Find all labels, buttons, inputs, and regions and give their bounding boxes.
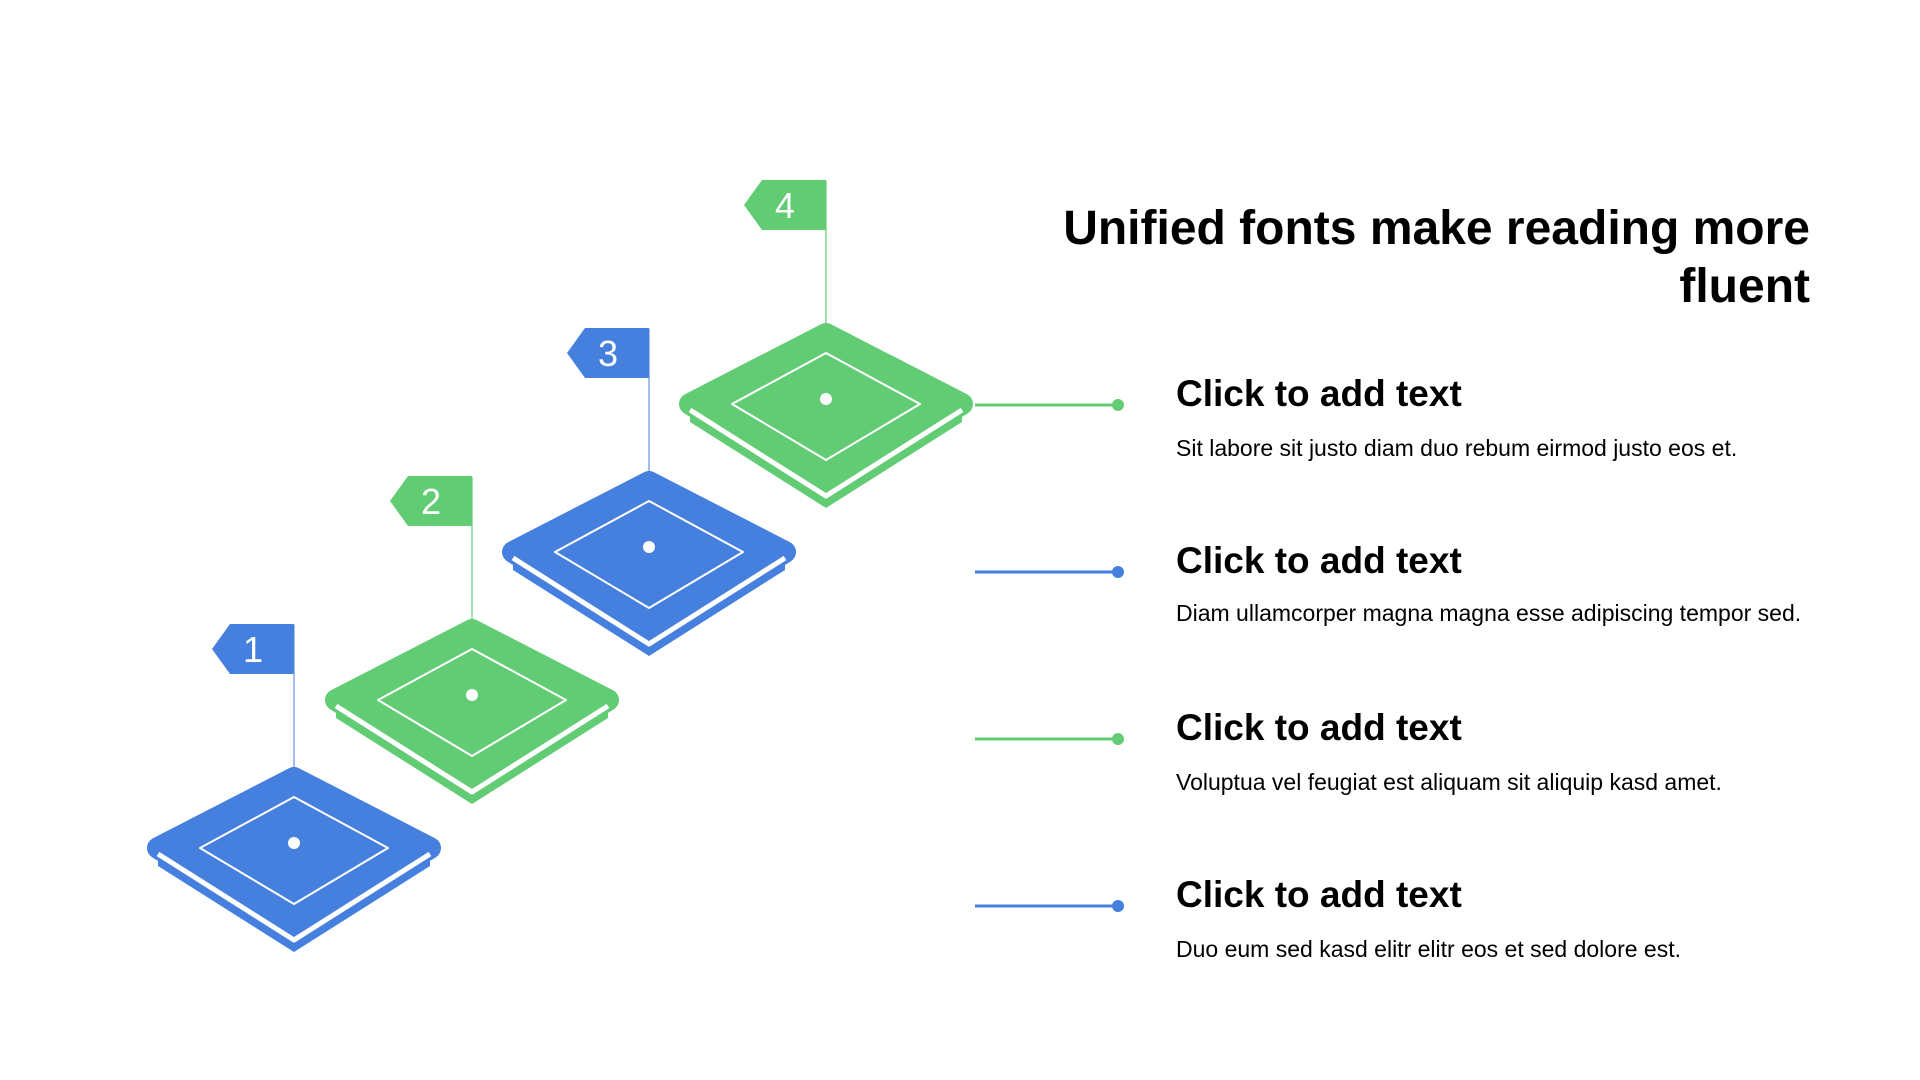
step-2-number: 2 <box>421 481 441 522</box>
slide-title[interactable]: Unified fonts make reading more fluent <box>1063 202 1810 313</box>
step-1-tile <box>147 767 441 952</box>
item-4-connector <box>975 900 1124 912</box>
step-4: 4 <box>679 180 973 508</box>
step-1-flag <box>212 624 294 674</box>
item-1-description[interactable]: Sit labore sit justo diam duo rebum eirm… <box>1176 435 1738 461</box>
step-4-flag <box>744 180 826 230</box>
step-3-number: 3 <box>598 333 618 374</box>
item-1-heading[interactable]: Click to add text <box>1176 373 1462 414</box>
item-3-description[interactable]: Voluptua vel feugiat est aliquam sit ali… <box>1176 769 1722 795</box>
item-1-connector <box>975 399 1124 411</box>
step-3-tile <box>502 471 796 656</box>
step-1: 1 <box>147 624 441 952</box>
step-2-center-dot <box>466 689 478 701</box>
item-4-heading[interactable]: Click to add text <box>1176 874 1462 915</box>
step-3-flag <box>567 328 649 378</box>
item-4-description[interactable]: Duo eum sed kasd elitr elitr eos et sed … <box>1176 936 1681 962</box>
step-3-center-dot <box>643 541 655 553</box>
step-4-number: 4 <box>775 185 795 226</box>
step-4-center-dot <box>820 393 832 405</box>
step-3: 3 <box>502 328 796 656</box>
item-2-heading[interactable]: Click to add text <box>1176 540 1462 581</box>
item-3-connector <box>975 733 1124 745</box>
item-2-connector <box>975 566 1124 578</box>
step-2-flag <box>390 476 472 526</box>
step-1-number: 1 <box>243 629 263 670</box>
item-2-description[interactable]: Diam ullamcorper magna magna esse adipis… <box>1176 600 1802 626</box>
item-3-heading[interactable]: Click to add text <box>1176 707 1462 748</box>
step-1-center-dot <box>288 837 300 849</box>
step-2-tile <box>325 619 619 804</box>
step-4-tile <box>679 323 973 508</box>
step-2: 2 <box>325 476 619 804</box>
